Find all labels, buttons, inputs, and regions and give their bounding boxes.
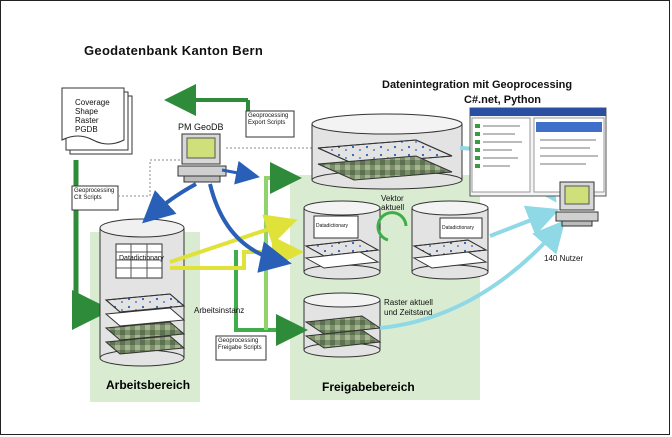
- raster-cylinder: [303, 292, 382, 358]
- lightblue-flow-2: [489, 205, 560, 238]
- vektor-aktuell-label: Vektor aktuell: [381, 194, 405, 212]
- freigabe-scripts-doc: [215, 335, 267, 361]
- format-item: Raster: [75, 116, 99, 125]
- cit-scripts-label: Geoprocessing CIt Scripts: [74, 188, 115, 201]
- blue-flow-right: [208, 183, 292, 273]
- diagram-title: Geodatenbank Kanton Bern: [84, 43, 264, 58]
- arbeitsbereich-cylinder: [99, 218, 186, 367]
- lightblue-flow-3: [379, 219, 566, 330]
- arbeitsbereich-label: Arbeitsbereich: [106, 378, 191, 392]
- format-item: Shape: [75, 107, 99, 116]
- export-scripts-doc: [245, 110, 295, 138]
- nutzer-label: 140 Nutzer: [544, 254, 584, 263]
- datadictionary-small-label: Datadictionary: [316, 223, 348, 229]
- datadictionary-small-label-2: Datadictionary: [442, 225, 474, 231]
- green-flow-to-raster: [234, 250, 308, 346]
- freigabe-scripts-label: Geoprocessing Freigabe Scripts: [218, 338, 262, 351]
- yellow-flow-1: [169, 214, 298, 264]
- green-flow-to-top: [264, 162, 302, 330]
- blue-flow-left: [142, 182, 197, 224]
- integration-subtitle: C#.net, Python: [464, 94, 542, 106]
- datadictionary-main-label: Datadictionary: [119, 255, 164, 262]
- format-document-stack: [61, 87, 133, 155]
- export-scripts-label: Geoprocessing Export Scripts: [248, 113, 289, 126]
- arbeitsinstanz-label: Arbeitsinstanz: [194, 306, 245, 315]
- vector-cylinder-middle: [303, 200, 381, 280]
- cit-scripts-doc: [71, 185, 119, 211]
- vector-cylinder-right: [411, 200, 489, 280]
- format-item: PGDB: [75, 125, 98, 134]
- integration-title: Datenintegration mit Geoprocessing: [382, 79, 573, 91]
- raster-aktuell-label: Raster aktuell und Zeitstand: [384, 298, 433, 317]
- geoprocessing-app-screenshot: [469, 107, 607, 197]
- pm-geodb-computer-icon: [177, 133, 227, 183]
- pm-geodb-label: PM GeoDB: [178, 122, 224, 132]
- user-computer-icon: [555, 181, 599, 227]
- format-item: Coverage: [75, 98, 110, 107]
- freigabebereich-label: Freigabebereich: [322, 380, 415, 394]
- vector-cylinder-top: [311, 113, 463, 190]
- format-list: Coverage Shape Raster PGDB: [75, 98, 110, 134]
